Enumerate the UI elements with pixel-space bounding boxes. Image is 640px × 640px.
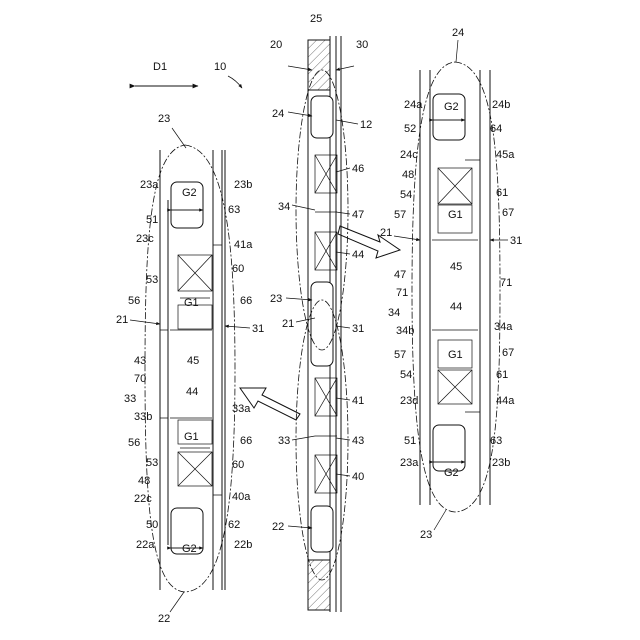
left-label-22b: 22b [234, 539, 252, 551]
left-label-53-bottom: 53 [146, 457, 158, 469]
left-label-41a: 41a [234, 239, 253, 251]
center-label-40: 40 [352, 471, 364, 483]
left-label-44: 44 [186, 386, 198, 398]
right-label-45a: 45a [496, 149, 515, 161]
right-label-34b: 34b [396, 325, 414, 337]
left-label-62: 62 [228, 519, 240, 531]
left-label-51: 51 [146, 214, 158, 226]
left-label-53-top: 53 [146, 274, 158, 286]
right-label-54-top: 54 [400, 189, 412, 201]
right-label-g2-bottom: G2 [444, 467, 459, 479]
center-label-44: 44 [352, 249, 364, 261]
left-label-33b: 33b [134, 411, 152, 423]
left-label-33a: 33a [232, 403, 251, 415]
right-label-61-top: 61 [496, 187, 508, 199]
left-label-33: 33 [124, 393, 136, 405]
center-label-24: 24 [272, 108, 284, 120]
left-label-g1-bottom: G1 [184, 431, 199, 443]
left-label-63: 63 [228, 204, 240, 216]
left-label-21: 21 [116, 314, 128, 326]
left-label-23b: 23b [234, 179, 252, 191]
center-label-41: 41 [352, 395, 364, 407]
left-label-56-top: 56 [128, 295, 140, 307]
left-label-22c: 22c [134, 493, 152, 505]
right-label-51: 51 [404, 435, 416, 447]
center-label-23: 23 [270, 293, 282, 305]
right-label-48: 48 [402, 169, 414, 181]
center-label-12: 12 [360, 119, 372, 131]
left-label-60-bottom: 60 [232, 459, 244, 471]
assembly-ref-leader [228, 76, 242, 88]
left-label-31: 31 [252, 323, 264, 335]
left-label-43: 43 [134, 355, 146, 367]
right-detail [412, 62, 500, 512]
right-label-23-bottom: 23 [420, 529, 432, 541]
right-label-67-bottom: 67 [502, 347, 514, 359]
right-label-47: 47 [394, 269, 406, 281]
center-label-43: 43 [352, 435, 364, 447]
center-label-30: 30 [356, 39, 368, 51]
left-label-60-top: 60 [232, 263, 244, 275]
right-label-g1-top: G1 [448, 209, 463, 221]
left-label-40a: 40a [232, 491, 251, 503]
right-label-57-bottom: 57 [394, 349, 406, 361]
right-label-23b: 23b [492, 457, 510, 469]
left-label-23c: 23c [136, 233, 154, 245]
left-label-48: 48 [138, 475, 150, 487]
right-label-34a: 34a [494, 321, 513, 333]
left-label-23-top: 23 [158, 113, 170, 125]
right-label-64: 64 [490, 123, 502, 135]
right-label-61-bottom: 61 [496, 369, 508, 381]
right-label-23d: 23d [400, 395, 418, 407]
right-label-g1-bottom: G1 [448, 349, 463, 361]
center-label-22: 22 [272, 521, 284, 533]
left-label-70-left: 70 [134, 373, 146, 385]
assembly-ref-label: 10 [214, 61, 226, 73]
center-label-34: 34 [278, 201, 290, 213]
right-label-23a: 23a [400, 457, 419, 469]
right-label-57-top: 57 [394, 209, 406, 221]
left-label-g1-top: G1 [184, 297, 199, 309]
right-label-63: 63 [490, 435, 502, 447]
right-label-31: 31 [510, 235, 522, 247]
direction-label: D1 [153, 61, 167, 73]
right-label-44a: 44a [496, 395, 515, 407]
left-label-50: 50 [146, 519, 158, 531]
left-detail [145, 145, 235, 592]
left-label-g2-top: G2 [182, 187, 197, 199]
right-label-54-bottom: 54 [400, 369, 412, 381]
left-label-45: 45 [187, 355, 199, 367]
right-label-71-right: 71 [500, 277, 512, 289]
left-label-23a: 23a [140, 179, 159, 191]
center-label-20: 20 [270, 39, 282, 51]
right-label-67-top: 67 [502, 207, 514, 219]
right-label-45: 45 [450, 261, 462, 273]
right-label-52: 52 [404, 123, 416, 135]
left-label-56-bottom: 56 [128, 437, 140, 449]
left-label-22a: 22a [136, 539, 155, 551]
center-label-25: 25 [310, 13, 322, 25]
right-label-71-left: 71 [396, 287, 408, 299]
left-label-66-bottom: 66 [240, 435, 252, 447]
center-label-47: 47 [352, 209, 364, 221]
right-label-21: 21 [380, 227, 392, 239]
center-label-21: 21 [282, 318, 294, 330]
center-strip [296, 36, 348, 612]
right-label-34: 34 [388, 307, 400, 319]
right-label-44: 44 [450, 301, 462, 313]
right-label-24: 24 [452, 27, 464, 39]
left-label-22-bottom: 22 [158, 613, 170, 625]
center-label-46: 46 [352, 163, 364, 175]
right-label-24a: 24a [404, 99, 423, 111]
right-label-24b: 24b [492, 99, 510, 111]
center-label-33: 33 [278, 435, 290, 447]
left-label-66-top: 66 [240, 295, 252, 307]
right-label-24c: 24c [400, 149, 418, 161]
left-label-g2-bottom: G2 [182, 543, 197, 555]
right-label-g2-top: G2 [444, 101, 459, 113]
center-label-31: 31 [352, 323, 364, 335]
